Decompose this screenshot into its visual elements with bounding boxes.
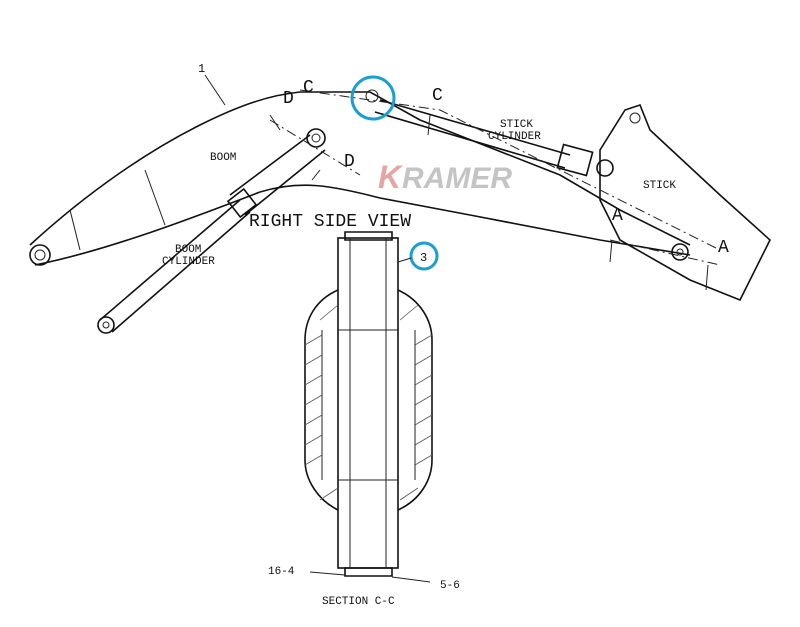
label-stick-cylinder: STICK bbox=[500, 119, 533, 131]
highlight-circle-pin bbox=[350, 75, 396, 121]
label-ref-16-4: 16-4 bbox=[268, 566, 295, 578]
label-boom-cylinder: BOOM bbox=[175, 244, 201, 256]
label-stick: STICK bbox=[643, 180, 676, 192]
callout-circle-3 bbox=[409, 241, 439, 271]
stick bbox=[599, 104, 771, 302]
label-a-left: A bbox=[612, 206, 623, 226]
label-c-right: C bbox=[432, 86, 443, 106]
svg-text:K: K bbox=[378, 159, 404, 195]
label-right-side-view: RIGHT SIDE VIEW bbox=[249, 212, 411, 232]
section-line-d bbox=[269, 119, 361, 176]
label-part-1: 1 bbox=[198, 62, 205, 76]
label-callout-3: 3 bbox=[420, 251, 427, 265]
label-d-left: D bbox=[283, 89, 294, 109]
boom bbox=[29, 91, 691, 266]
label-boom: BOOM bbox=[210, 152, 236, 164]
label-section-c-c: SECTION C-C bbox=[322, 596, 395, 608]
kramer-watermark: K RAMER bbox=[378, 159, 512, 195]
label-d-lower: D bbox=[344, 152, 355, 172]
section-line-a bbox=[609, 239, 721, 266]
section-c-c-view bbox=[304, 231, 433, 583]
label-ref-5-6: 5-6 bbox=[440, 580, 460, 592]
label-c-left: C bbox=[303, 78, 314, 98]
label-a-right: A bbox=[718, 238, 729, 258]
label-boom-cylinder-2: CYLINDER bbox=[162, 256, 215, 268]
section-line-c bbox=[299, 89, 721, 251]
label-stick-cylinder-2: CYLINDER bbox=[488, 131, 541, 143]
svg-text:RAMER: RAMER bbox=[402, 162, 512, 195]
boom-cylinder bbox=[97, 128, 326, 334]
